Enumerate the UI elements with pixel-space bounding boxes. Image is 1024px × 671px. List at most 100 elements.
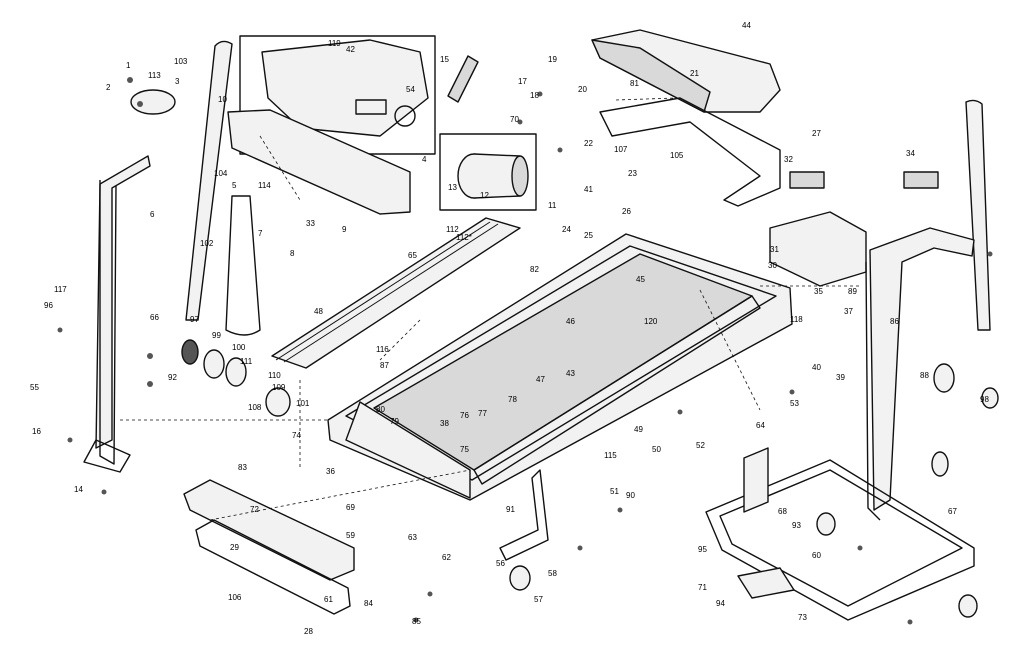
callout-105: 105 (670, 151, 684, 160)
callout-54: 54 (406, 85, 415, 94)
callout-16: 16 (32, 427, 41, 436)
callout-66: 66 (150, 313, 159, 322)
callout-68: 68 (778, 507, 787, 516)
callout-84: 84 (364, 599, 373, 608)
callout-48: 48 (314, 307, 323, 316)
callout-9: 9 (342, 225, 347, 234)
callout-113: 113 (148, 71, 161, 80)
callout-50: 50 (652, 445, 661, 454)
callout-73: 73 (798, 613, 807, 622)
callout-5: 5 (232, 181, 237, 190)
console-assembly (227, 35, 436, 215)
callout-80: 80 (376, 405, 385, 414)
callout-90: 90 (626, 491, 635, 500)
callout-63: 63 (408, 533, 417, 542)
callout-25: 25 (584, 231, 593, 240)
callout-118: 118 (790, 315, 803, 324)
callout-21: 21 (690, 69, 699, 78)
wheels (816, 363, 999, 618)
callout-77: 77 (478, 409, 487, 418)
motor-hood (591, 29, 781, 113)
callout-labels: 1 2 3 4 5 6 7 8 9 10 11 12 13 14 15 16 1… (30, 21, 989, 636)
assembly-guides (120, 97, 860, 521)
callout-109: 109 (272, 383, 286, 392)
callout-51: 51 (610, 487, 619, 496)
callout-45: 45 (636, 275, 645, 284)
callout-83: 83 (238, 463, 247, 472)
callout-89: 89 (848, 287, 857, 296)
callout-36: 36 (326, 467, 335, 476)
callout-30: 30 (768, 261, 777, 270)
callout-24: 24 (562, 225, 571, 234)
callout-32: 32 (784, 155, 793, 164)
callout-102: 102 (200, 239, 214, 248)
callout-100: 100 (232, 343, 246, 352)
callout-65: 65 (408, 251, 417, 260)
callout-76: 76 (460, 411, 469, 420)
callout-39: 39 (836, 373, 845, 382)
callout-108: 108 (248, 403, 262, 412)
callout-1: 1 (126, 61, 131, 70)
callout-115: 115 (604, 451, 617, 460)
callout-53: 53 (790, 399, 799, 408)
callout-22: 22 (584, 139, 593, 148)
callout-88: 88 (920, 371, 929, 380)
callout-64: 64 (756, 421, 765, 430)
callout-29: 29 (230, 543, 239, 552)
callout-20: 20 (578, 85, 587, 94)
hood-bracket (599, 97, 781, 207)
callout-7: 7 (258, 229, 263, 238)
callout-15: 15 (440, 55, 449, 64)
callout-99: 99 (212, 331, 221, 340)
callout-93: 93 (792, 521, 801, 530)
callout-17: 17 (518, 77, 527, 86)
callout-98: 98 (980, 395, 989, 404)
callout-67: 67 (948, 507, 957, 516)
callout-78: 78 (508, 395, 517, 404)
callout-71: 71 (698, 583, 707, 592)
base-frame (705, 447, 975, 621)
callout-62: 62 (442, 553, 451, 562)
callout-111: 111 (240, 357, 253, 366)
callout-60: 60 (812, 551, 821, 560)
right-handrail-frame (865, 227, 975, 521)
callout-69: 69 (346, 503, 355, 512)
callout-14: 14 (74, 485, 83, 494)
callout-42: 42 (346, 45, 355, 54)
callout-91: 91 (506, 505, 515, 514)
callout-35: 35 (814, 287, 823, 296)
callout-95: 95 (698, 545, 707, 554)
treadmill-deck (327, 233, 793, 501)
hardware-dots (57, 77, 993, 625)
left-handrail-frame (83, 89, 176, 473)
callout-92: 92 (168, 373, 177, 382)
callout-52: 52 (696, 441, 705, 450)
callout-47: 47 (536, 375, 545, 384)
callout-56: 56 (496, 559, 505, 568)
motor-tray (769, 171, 939, 287)
right-upright (965, 99, 991, 331)
callout-13: 13 (448, 183, 457, 192)
callout-12: 12 (480, 191, 489, 200)
callout-58: 58 (548, 569, 557, 578)
callout-116: 116 (376, 345, 389, 354)
side-rail (271, 217, 521, 369)
callout-87: 87 (380, 361, 389, 370)
callout-44: 44 (742, 21, 751, 30)
callout-82: 82 (530, 265, 539, 274)
callout-106: 106 (228, 593, 242, 602)
callout-86: 86 (890, 317, 899, 326)
callout-19: 19 (548, 55, 557, 64)
callout-23: 23 (628, 169, 637, 178)
callout-46: 46 (566, 317, 575, 326)
callout-43: 43 (566, 369, 575, 378)
callout-112-star: 112* (456, 233, 472, 242)
callout-3: 3 (175, 77, 180, 86)
rear-stabilizer (183, 479, 355, 615)
callout-57: 57 (534, 595, 543, 604)
callout-4: 4 (422, 155, 427, 164)
callout-75: 75 (460, 445, 469, 454)
callout-38: 38 (440, 419, 449, 428)
callout-70: 70 (510, 115, 519, 124)
